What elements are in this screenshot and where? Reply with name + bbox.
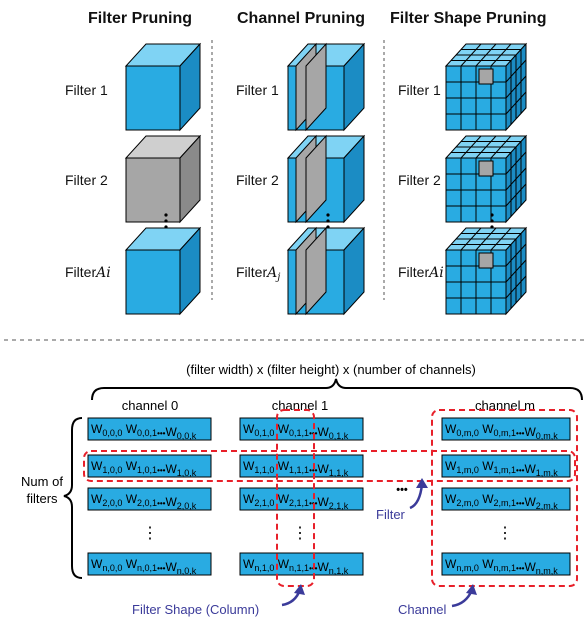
fsp-cubes: [444, 42, 528, 316]
cp-cube-filter1: [286, 42, 366, 132]
weight-cell: W1,m,0 W1,m,1•••W1,m,k: [441, 454, 571, 478]
top-brace: [91, 378, 583, 401]
weight-cell-label: W2,1,0 W2,1,1•••W2,1,k: [243, 492, 349, 511]
weight-cell: W2,1,0 W2,1,1•••W2,1,k: [239, 487, 364, 511]
fp-cube-filter1: [124, 42, 202, 132]
weight-cell: W0,0,0 W0,0,1•••W0,0,k: [87, 417, 212, 441]
fsp-pruned-cell: [478, 160, 494, 177]
filter-arrowhead: [416, 478, 428, 488]
weight-cell-label: W0,m,0 W0,m,1•••W0,m,k: [445, 422, 558, 441]
cp-filterA-label: FilterAj: [236, 264, 281, 283]
weight-cell-label: W0,0,0 W0,0,1•••W0,0,k: [91, 422, 197, 441]
weight-cell: W2,0,0 W2,0,1•••W2,0,k: [87, 487, 212, 511]
channel-ellipsis: •••: [396, 484, 408, 496]
fsp-pruned-cell: [478, 252, 494, 269]
fsp-cube-0: [444, 42, 528, 132]
vdots-col0: ⋮: [142, 525, 158, 542]
channel-annotation: Channel: [398, 602, 447, 617]
weight-cell: Wn,0,0 Wn,0,1•••Wn,0,k: [87, 552, 212, 576]
filter-shape-pruning-title: Filter Shape Pruning: [390, 10, 547, 27]
weight-cell-label: W1,m,0 W1,m,1•••W1,m,k: [445, 459, 558, 478]
cp-vertical-dots: [326, 213, 330, 229]
weight-cell: W2,m,0 W2,m,1•••W2,m,k: [441, 487, 571, 511]
fp-filter2-label: Filter 2: [65, 172, 108, 188]
vdots-colm: ⋮: [497, 525, 513, 542]
num-filters-label-2: filters: [26, 491, 58, 506]
vdots-col1: ⋮: [292, 525, 308, 542]
weight-cell-label: Wn,m,0 Wn,m,1•••Wn,m,k: [445, 557, 558, 576]
weight-cell-label: W2,m,0 W2,m,1•••W2,m,k: [445, 492, 558, 511]
weight-cell: W0,1,0 W0,1,1•••W0,1,k: [239, 417, 364, 441]
channel-highlight: [431, 409, 578, 587]
dimension-caption: (filter width) x (filter height) x (numb…: [186, 362, 476, 377]
weight-cell: W0,m,0 W0,m,1•••W0,m,k: [441, 417, 571, 441]
left-brace: [63, 417, 83, 579]
filter-annotation: Filter: [376, 507, 406, 522]
channel-pruning-title: Channel Pruning: [237, 10, 365, 27]
pruning-cubes-diagram: [124, 40, 528, 316]
weight-cell: W1,0,0 W1,0,1•••W1,0,k: [87, 454, 212, 478]
filter-shape-arrowhead: [294, 584, 305, 595]
channel-arrowhead: [466, 584, 477, 595]
fp-cube-filter2-pruned: [124, 134, 202, 224]
fsp-cube-1: [444, 134, 528, 224]
fp-cube-filterA: [124, 226, 202, 316]
fsp-filterA-label: FilterAi: [398, 264, 444, 281]
cp-filter1-label: Filter 1: [236, 82, 279, 98]
cp-cube-filterA: [286, 226, 366, 316]
filter-shape-annotation: Filter Shape (Column): [132, 602, 259, 617]
fp-filterA-label: FilterAi: [65, 264, 111, 281]
filter-shape-column-highlight: [276, 409, 315, 587]
cp-filter2-label: Filter 2: [236, 172, 279, 188]
channel-header-0: channel 0: [122, 398, 178, 413]
fsp-pruned-cell: [478, 68, 494, 85]
fsp-filter1-label: Filter 1: [398, 82, 441, 98]
weight-cell: W1,1,0 W1,1,1•••W1,1,k: [239, 454, 364, 478]
weight-cells: W0,0,0 W0,0,1•••W0,0,k W0,1,0 W0,1,1•••W0…: [87, 417, 571, 576]
filter-row-highlight: [83, 450, 576, 482]
weight-cell-label: W1,0,0 W1,0,1•••W1,0,k: [91, 459, 197, 478]
weight-cell-label: W2,0,0 W2,0,1•••W2,0,k: [91, 492, 197, 511]
cp-cube-filter2: [286, 134, 366, 224]
num-filters-label-1: Num of: [21, 474, 63, 489]
weight-cell-label: W1,1,0 W1,1,1•••W1,1,k: [243, 459, 349, 478]
fsp-filter2-label: Filter 2: [398, 172, 441, 188]
fp-filter1-label: Filter 1: [65, 82, 108, 98]
weight-cell-label: Wn,0,0 Wn,0,1•••Wn,0,k: [91, 557, 197, 576]
weight-cell: Wn,1,0 Wn,1,1•••Wn,1,k: [239, 552, 364, 576]
weight-cell: Wn,m,0 Wn,m,1•••Wn,m,k: [441, 552, 571, 576]
filter-pruning-title: Filter Pruning: [88, 10, 192, 27]
fsp-cube-2: [444, 226, 528, 316]
